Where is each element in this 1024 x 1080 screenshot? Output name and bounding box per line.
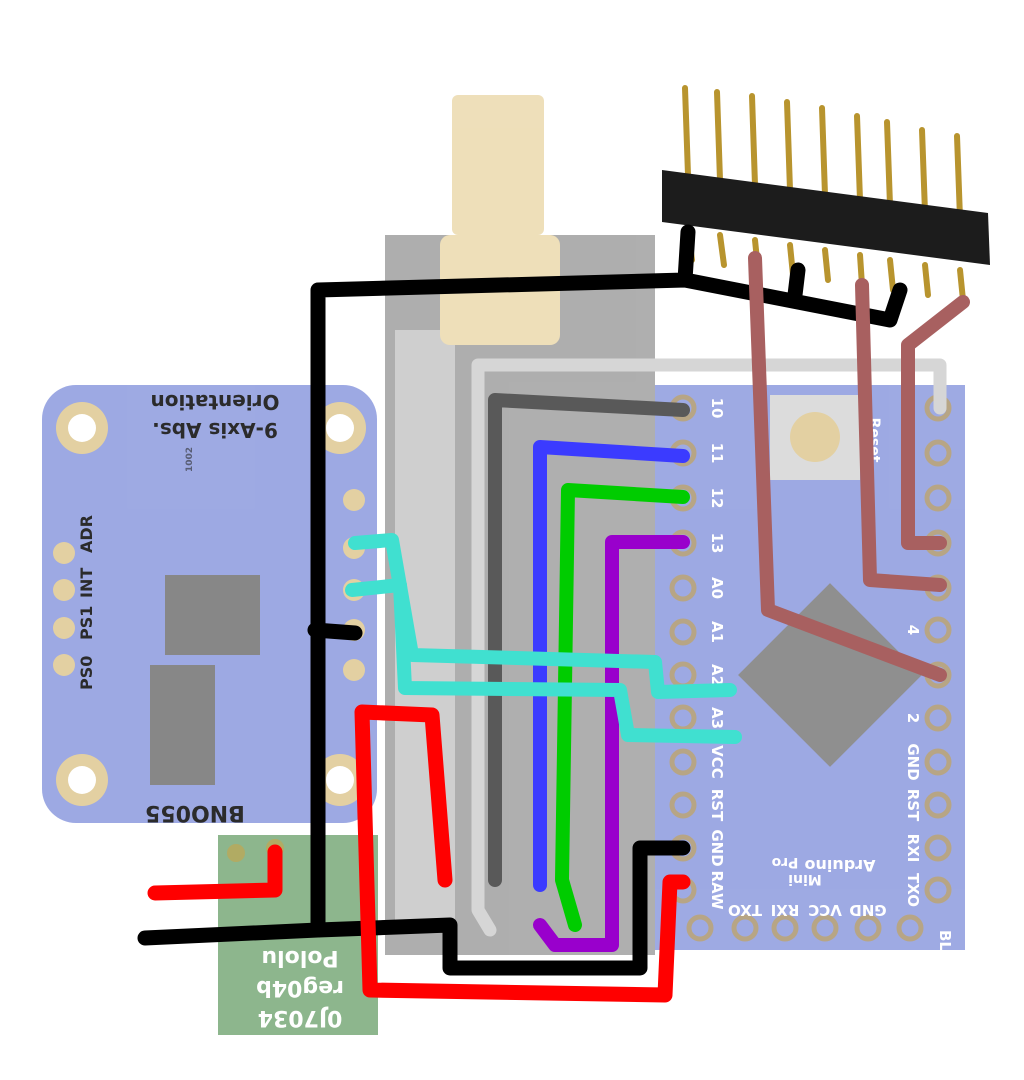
pin-label-a3: A3 <box>708 707 726 729</box>
wire-cyan-1 <box>348 533 737 699</box>
pin-label-bottom-vcc: VCC <box>808 901 842 919</box>
arduino-pins: 10 11 12 13 A0 A1 A2 A3 VCC RST GND RAW … <box>669 394 954 964</box>
wire-purple <box>533 535 690 952</box>
wire-red <box>147 704 691 1003</box>
arduino-brand: Arduino <box>805 856 876 875</box>
pin-label-a2: A2 <box>708 664 726 686</box>
regulator-label-2: reg04b <box>256 975 344 1000</box>
imu-title-1: Orientation <box>151 390 280 414</box>
pin-label-a0: A0 <box>708 577 726 599</box>
wire-brown-2 <box>855 278 947 592</box>
pin-label-txo-r: TXO <box>904 873 922 907</box>
pin-label-gnd-r: GND <box>904 743 922 780</box>
arduino-model-1: Pro <box>771 854 798 870</box>
regulator-label-1: Pololu <box>261 945 338 970</box>
regulator-label-3: 0J7034 <box>258 1005 343 1030</box>
pin-label-bottom-txo: TXO <box>728 901 762 919</box>
pin-label-blk: BLK <box>936 930 954 964</box>
pin-label-gnd: GND <box>708 829 726 866</box>
pin-label-13: 13 <box>708 533 726 554</box>
wires <box>137 224 970 1003</box>
pin-label-12: 12 <box>708 488 726 509</box>
pin-label-raw: RAW <box>708 870 726 909</box>
pin-label-bottom-rxi: RXI <box>771 901 800 919</box>
pin-label-4: 4 <box>904 625 922 635</box>
pin-label-a1: A1 <box>708 621 726 643</box>
imu-pin-int: INT <box>77 568 96 598</box>
wire-black-main <box>137 224 908 946</box>
pin-label-rst: RST <box>708 789 726 822</box>
wire-cyan-2 <box>345 578 742 744</box>
pin-label-vcc: VCC <box>708 745 726 779</box>
wire-lightgray <box>471 358 947 937</box>
imu-labels: Orientation 9-Axis Abs. BNO055 ADR INT P… <box>77 390 279 825</box>
imu-pin-ps1: PS1 <box>77 606 96 640</box>
wire-black-bottom <box>310 840 691 976</box>
pin-header <box>662 85 990 303</box>
sma-antenna-connector <box>440 95 560 345</box>
wire-blue <box>533 440 690 892</box>
pin-label-2: 2 <box>904 713 922 723</box>
pin-label-bottom-gnd: GND <box>849 901 886 919</box>
pin-label-11: 11 <box>708 443 726 464</box>
pin-label-rst-r: RST <box>904 789 922 822</box>
imu-part-label: BNO055 <box>145 800 245 825</box>
wire-brown-3 <box>901 295 970 550</box>
pin-label-rxi-r: RXI <box>904 834 922 863</box>
wire-brown-1 <box>748 251 947 682</box>
imu-board <box>42 385 377 823</box>
wire-gray <box>488 393 690 887</box>
imu-title-2: 9-Axis Abs. <box>152 418 278 442</box>
imu-resistor-label: 1002 <box>185 447 195 472</box>
imu-pin-adr: ADR <box>77 515 96 553</box>
imu-pin-ps0: PS0 <box>77 656 96 690</box>
arduino-model-2: Mini <box>788 871 822 887</box>
pin-label-10: 10 <box>708 398 726 419</box>
